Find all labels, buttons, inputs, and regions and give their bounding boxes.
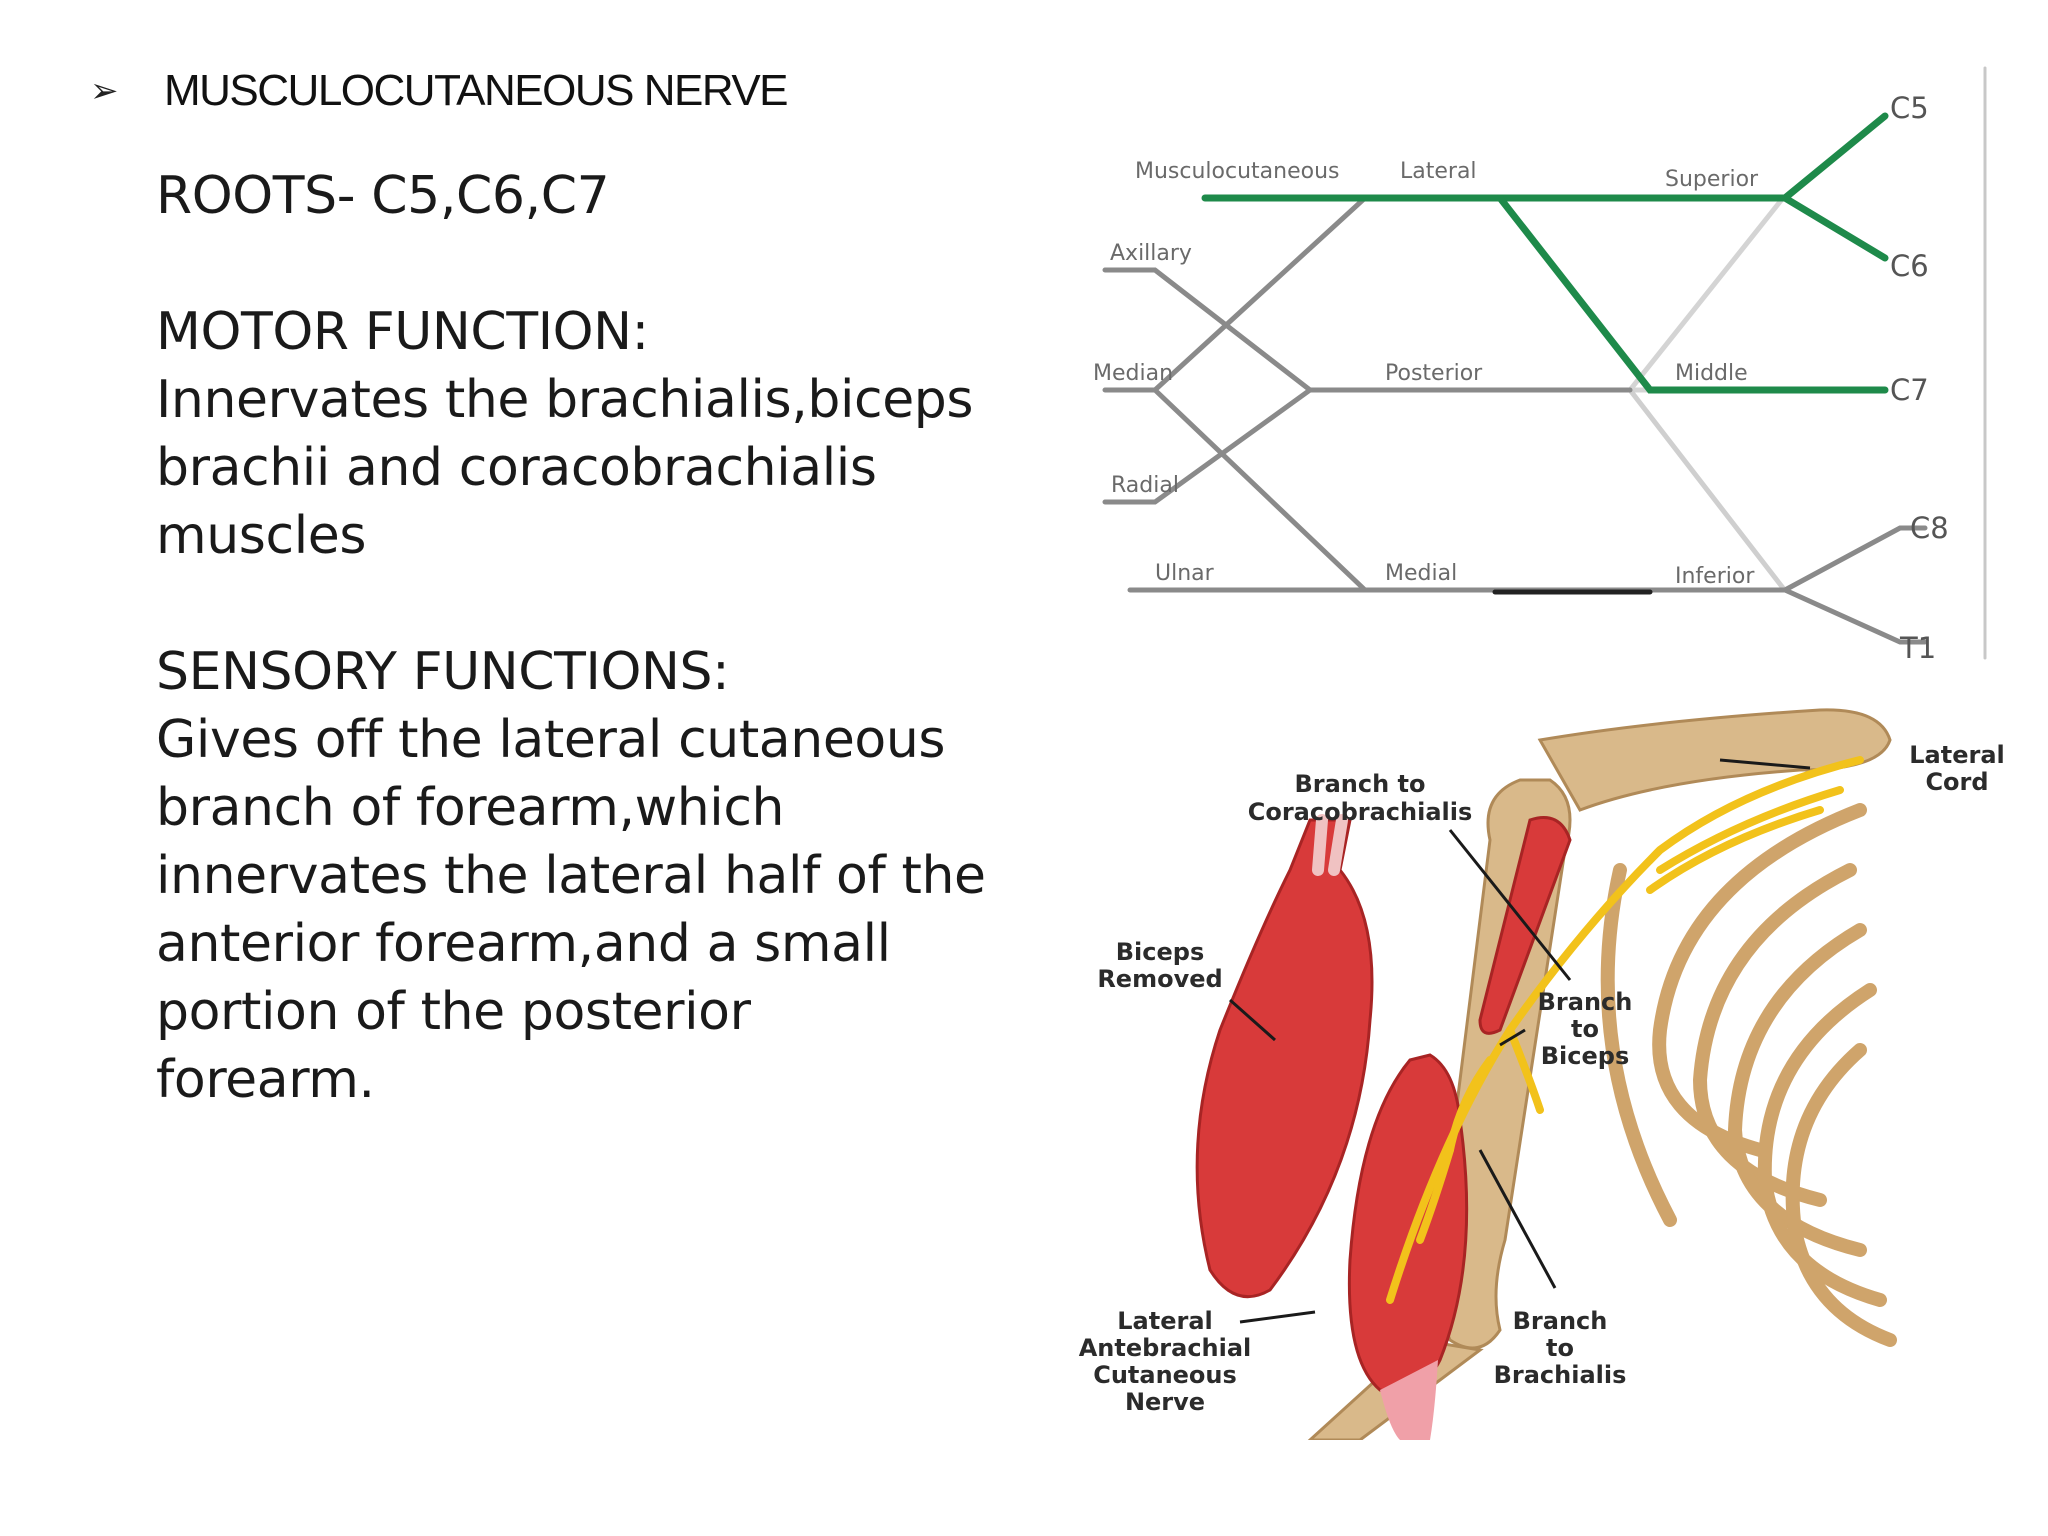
label-c7: C7 <box>1890 373 1929 407</box>
label-branch-to-coracobrachialis: Branch to <box>1294 770 1425 798</box>
label-branch-to-brachialis: to <box>1546 1334 1574 1362</box>
label-median: Median <box>1093 361 1173 386</box>
label-branch-to-biceps: Branch <box>1538 988 1633 1016</box>
label-medial: Medial <box>1385 561 1457 586</box>
axillary-nerve <box>1102 267 1368 393</box>
sensory-heading: SENSORY FUNCTIONS: <box>156 642 730 702</box>
motor-line: brachii and coracobrachialis <box>156 438 877 498</box>
label-branch-to-biceps: to <box>1571 1015 1599 1043</box>
label-lateral-antebrachial-cutaneous-nerve: Nerve <box>1125 1388 1205 1416</box>
c5-root <box>1781 112 1889 202</box>
label-axillary: Axillary <box>1110 241 1192 266</box>
motor-heading: MOTOR FUNCTION: <box>156 302 649 362</box>
biceps-tendon <box>1312 814 1348 876</box>
label-c5: C5 <box>1890 91 1929 125</box>
label-branch-to-brachialis: Brachialis <box>1494 1361 1627 1389</box>
label-lateral-cord: Lateral <box>1909 741 2005 769</box>
median-to-medial <box>1152 387 1368 593</box>
slide-title: MUSCULOCUTANEOUS NERVE <box>164 66 789 115</box>
plexus-svg: Musculocutaneous Axillary Median Radial … <box>1093 66 1987 665</box>
brachialis-tendon <box>1380 1360 1438 1440</box>
label-biceps-removed: Biceps <box>1116 938 1205 966</box>
label-inferior: Inferior <box>1675 564 1755 589</box>
anatomy-svg: Branch to Coracobrachialis Lateral Cord … <box>1079 708 2005 1442</box>
label-c8: C8 <box>1910 511 1949 545</box>
c6-root <box>1781 194 1889 262</box>
c7-path <box>1496 194 1889 394</box>
sensory-line: branch of forearm,which <box>156 778 785 838</box>
label-radial: Radial <box>1111 473 1179 498</box>
label-middle: Middle <box>1675 361 1748 386</box>
sensory-line: Gives off the lateral cutaneous <box>156 710 946 770</box>
c8-root <box>1782 525 1928 593</box>
radial-nerve <box>1102 387 1313 505</box>
clavicle <box>1537 708 1892 812</box>
sensory-line: portion of the posterior <box>156 982 751 1042</box>
biceps-removed-muscle <box>1195 818 1374 1299</box>
label-superior: Superior <box>1665 167 1759 192</box>
plexus-link-faint <box>1627 195 1786 393</box>
label-c6: C6 <box>1890 249 1929 283</box>
label-branch-to-biceps: Biceps <box>1541 1042 1630 1070</box>
sensory-line: forearm. <box>156 1050 375 1110</box>
rib-cage <box>1600 803 1897 1347</box>
slide-heading: ➢ MUSCULOCUTANEOUS NERVE <box>90 66 789 116</box>
label-branch-to-brachialis: Branch <box>1513 1307 1608 1335</box>
label-lateral-cord: Cord <box>1925 768 1988 796</box>
label-branch-to-coracobrachialis: Coracobrachialis <box>1248 798 1473 826</box>
brachial-plexus-diagram: Musculocutaneous Axillary Median Radial … <box>1045 58 2000 668</box>
leader-lines <box>1229 758 1811 1324</box>
label-posterior: Posterior <box>1385 361 1483 386</box>
label-t1: T1 <box>1899 631 1936 665</box>
label-lateral: Lateral <box>1400 159 1477 184</box>
arm-anatomy-illustration: Branch to Coracobrachialis Lateral Cord … <box>1060 700 2020 1442</box>
label-ulnar: Ulnar <box>1155 561 1215 586</box>
plexus-link-faint <box>1627 387 1786 591</box>
sensory-line: innervates the lateral half of the <box>156 846 986 906</box>
t1-root <box>1782 587 1928 645</box>
motor-line: muscles <box>156 506 367 566</box>
arrow-bullet-icon: ➢ <box>90 72 119 110</box>
label-biceps-removed: Removed <box>1097 965 1222 993</box>
body-text: ROOTS- C5,C6,C7 MOTOR FUNCTION: Innervat… <box>156 162 1016 1114</box>
sensory-line: anterior forearm,and a small <box>156 914 891 974</box>
nerve-branches <box>1386 756 1864 1304</box>
label-lateral-antebrachial-cutaneous-nerve: Cutaneous <box>1093 1361 1237 1389</box>
motor-line: Innervates the brachialis,biceps <box>156 370 974 430</box>
label-lateral-antebrachial-cutaneous-nerve: Antebrachial <box>1079 1334 1252 1362</box>
label-lateral-antebrachial-cutaneous-nerve: Lateral <box>1117 1307 1213 1335</box>
label-musculocutaneous: Musculocutaneous <box>1135 159 1340 184</box>
roots-line: ROOTS- C5,C6,C7 <box>156 166 610 226</box>
brachialis-muscle <box>1347 1053 1469 1394</box>
